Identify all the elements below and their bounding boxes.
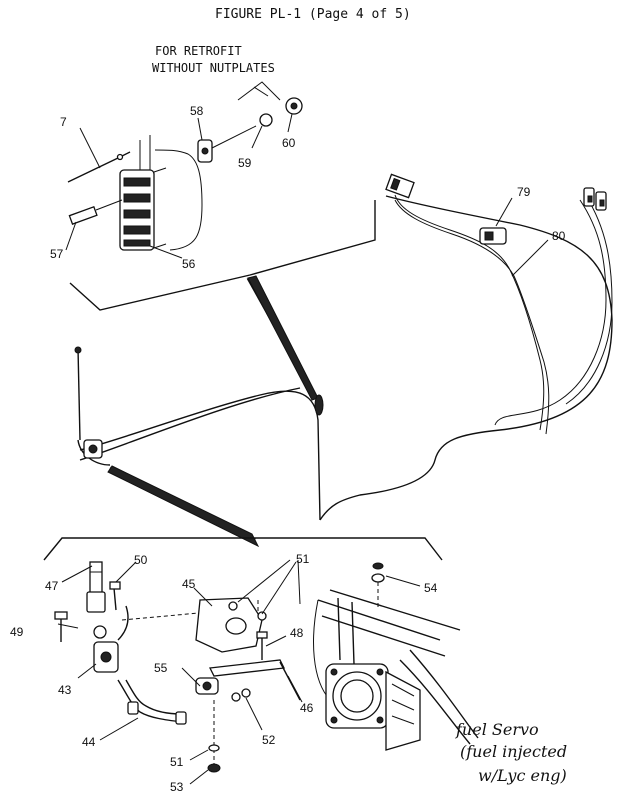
callout-47: 47 [45,579,59,593]
part-50-bolt [109,581,121,611]
callout-53: 53 [170,780,184,794]
callout-51-upper: 51 [296,552,310,566]
part-55-link [195,677,219,695]
plug-connectors-right [583,187,607,211]
part-47-cable-housing [86,561,106,613]
retrofit-note-line2: WITHOUT NUTPLATES [152,61,275,75]
wire-harness-right [394,194,613,435]
connector-top [385,173,415,199]
part-56-terminal-block [119,167,167,251]
callout-49: 49 [10,625,24,639]
part-58-clip [197,125,257,163]
part-44-hose [117,679,187,725]
part-7-wire-lead [67,151,131,183]
part-60-nut [285,97,303,115]
part-51-washer-lower [208,744,220,752]
handwritten-note-line2: (fuel injected [460,742,567,761]
callout-50: 50 [134,553,148,567]
callout-52: 52 [262,733,276,747]
engine-structure [313,589,479,745]
callout-58: 58 [190,104,204,118]
fuel-servo-detail [54,561,479,773]
part-45-bracket [195,597,267,653]
callout-55: 55 [154,661,168,675]
callout-80: 80 [552,229,566,243]
callout-79: 79 [517,185,531,199]
part-52-nut [231,688,251,702]
callout-56: 56 [182,257,196,271]
retrofit-note-line1: FOR RETROFIT [155,44,242,58]
callout-59: 59 [238,156,252,170]
part-49-bolt [54,611,68,642]
figure-title: FIGURE PL-1 (Page 4 of 5) [215,7,411,22]
part-48-bolt [256,631,268,660]
part-57-screw [68,199,123,225]
callout-44: 44 [82,735,96,749]
part-59-washer [259,113,273,127]
callout-45: 45 [182,577,196,591]
part-54-washer [371,573,385,583]
terminal-strip-assembly [67,97,303,251]
part-43-control-body [93,605,129,673]
callout-leaders [57,113,549,785]
callout-51-lower: 51 [170,755,184,769]
part-79-connector [479,227,507,245]
left-cable-assembly [74,346,324,466]
callout-48: 48 [290,626,304,640]
fuel-servo-body [325,663,421,751]
callout-43: 43 [58,683,72,697]
callout-7: 7 [60,115,67,129]
callout-60: 60 [282,136,296,150]
retrofit-bracket [237,81,281,101]
handwritten-note-line1: fuel Servo [455,720,539,739]
callout-46: 46 [300,701,314,715]
handwritten-note-line3: w/Lyc eng) [478,766,567,785]
callout-57: 57 [50,247,64,261]
detail-bracket [43,537,443,561]
part-53-nut [207,763,221,773]
callout-54: 54 [424,581,438,595]
part-46-arm [209,659,301,701]
